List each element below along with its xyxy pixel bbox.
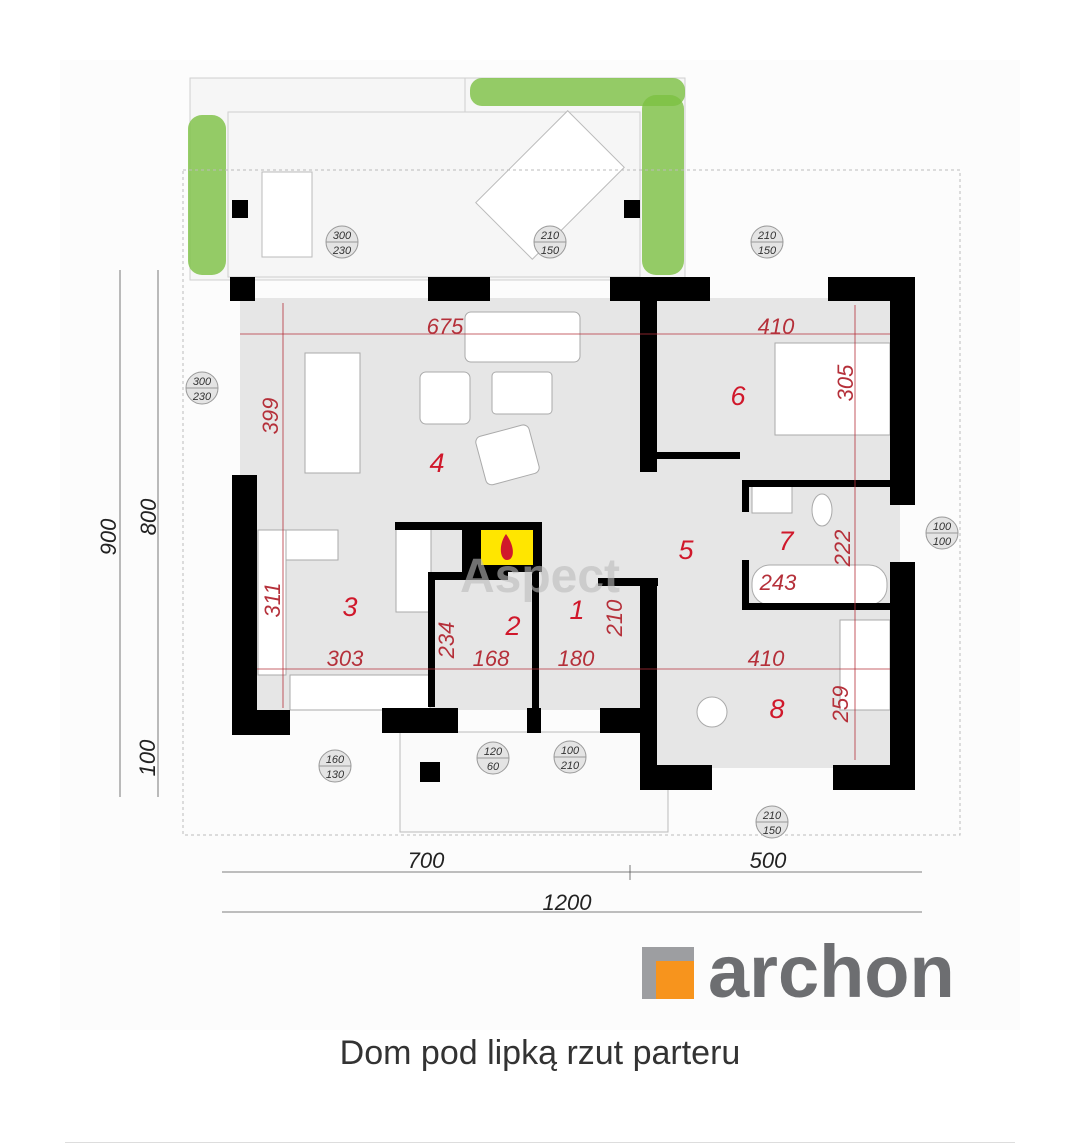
dim-234: 234	[434, 622, 459, 660]
opening-width: 160	[326, 754, 345, 766]
dim-305: 305	[833, 364, 858, 401]
room-8-label: 8	[769, 694, 784, 724]
terrace-post	[624, 200, 640, 218]
dim-1200: 1200	[543, 890, 593, 915]
dim-410-top: 410	[758, 314, 795, 339]
room-dimensions	[240, 303, 890, 760]
dim-675: 675	[427, 314, 464, 339]
opening-width: 210	[762, 810, 782, 822]
room-5-label: 5	[678, 535, 694, 565]
plot-outline	[182, 169, 961, 836]
dim-243: 243	[759, 570, 797, 595]
overall-dimension-lines	[119, 270, 922, 913]
walls	[230, 277, 915, 790]
room-1-label: 1	[569, 595, 584, 625]
dim-259: 259	[828, 686, 853, 724]
room-2-label: 2	[504, 611, 520, 641]
dim-311: 311	[260, 582, 285, 617]
room-7-label: 7	[778, 526, 794, 556]
archon-logo: archon	[642, 930, 955, 1013]
opening-width: 210	[757, 230, 777, 242]
room-numbers: 4 6 5 7 3 2 1 8	[342, 381, 794, 724]
opening-height: 100	[933, 536, 952, 548]
flame-icon	[500, 534, 513, 560]
porch	[399, 731, 669, 833]
opening-height: 150	[541, 245, 560, 257]
dim-222: 222	[830, 530, 855, 568]
opening-width: 210	[540, 230, 560, 242]
divider	[65, 1142, 1015, 1143]
dim-180: 180	[558, 646, 595, 671]
opening-width: 100	[933, 521, 952, 533]
furniture	[257, 311, 891, 728]
image-caption: Dom pod lipką rzut parteru	[339, 1034, 741, 1072]
dim-399: 399	[258, 398, 283, 435]
opening-width: 120	[484, 746, 503, 758]
opening-height: 210	[560, 760, 580, 772]
opening-width: 300	[333, 230, 352, 242]
opening-width: 100	[561, 745, 580, 757]
dim-700: 700	[408, 848, 445, 873]
garden-furniture	[261, 110, 625, 260]
terrace-post	[232, 200, 248, 218]
dim-168: 168	[473, 646, 510, 671]
dim-100: 100	[135, 739, 160, 776]
opening-height: 60	[487, 761, 500, 773]
opening-height: 130	[326, 769, 345, 781]
plants	[188, 78, 685, 275]
dim-303: 303	[327, 646, 364, 671]
opening-height: 150	[758, 245, 777, 257]
room-6-label: 6	[730, 381, 746, 411]
room-3-label: 3	[342, 592, 357, 622]
opening-width: 300	[193, 376, 212, 388]
dim-900: 900	[96, 518, 121, 555]
room-4-label: 4	[429, 448, 444, 478]
dim-410-bottom: 410	[748, 646, 785, 671]
watermark: Aspect	[460, 550, 620, 603]
opening-height: 230	[192, 391, 212, 403]
opening-height: 150	[763, 825, 782, 837]
opening-height: 230	[332, 245, 352, 257]
dim-500: 500	[750, 848, 787, 873]
dim-210: 210	[602, 599, 627, 637]
logo-text: archon	[708, 930, 955, 1013]
porch-post	[420, 762, 440, 782]
opening-markers: 3002302101502101503002301001001601301206…	[185, 225, 959, 839]
dim-800: 800	[136, 498, 161, 535]
